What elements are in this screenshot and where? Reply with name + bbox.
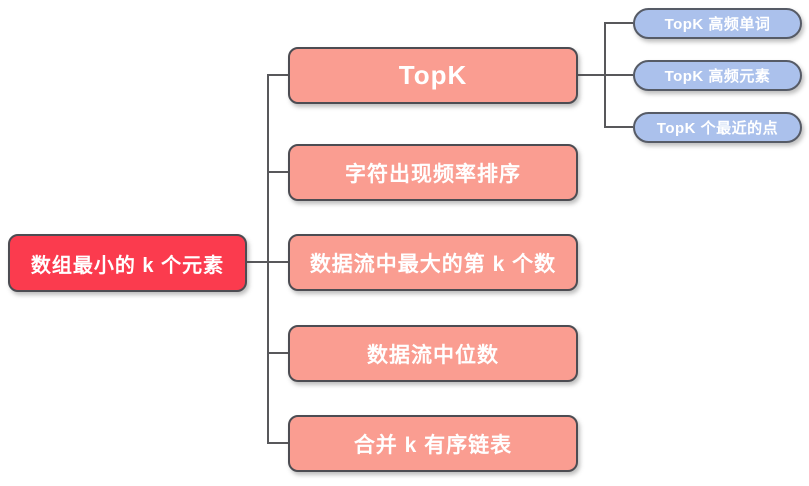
node-merge-k-lists[interactable]: 合并 k 有序链表 [288,415,578,472]
connector-branch-char-freq-sort [267,171,288,173]
node-topk-frequent-words[interactable]: TopK 高频单词 [633,8,802,39]
node-kth-largest-stream[interactable]: 数据流中最大的第 k 个数 [288,234,578,291]
node-char-freq-sort[interactable]: 字符出现频率排序 [288,144,578,201]
connector-leaf-closest-points [604,126,633,128]
node-k-closest-points[interactable]: TopK 个最近的点 [633,112,802,143]
connector-left-trunk [267,74,269,444]
node-topk-frequent-elements[interactable]: TopK 高频元素 [633,60,802,91]
connector-topk-out [578,74,605,76]
connector-branch-merge-k-lists [267,442,288,444]
connector-branch-topk [267,74,288,76]
node-topk[interactable]: TopK [288,47,578,104]
connector-leaf-frequent-elements [604,74,633,76]
connector-branch-kth-largest-stream [267,261,288,263]
connector-root [245,261,268,263]
connector-branch-stream-median [267,352,288,354]
node-root[interactable]: 数组最小的 k 个元素 [8,234,247,292]
node-stream-median[interactable]: 数据流中位数 [288,325,578,382]
connector-leaf-frequent-words [604,22,633,24]
